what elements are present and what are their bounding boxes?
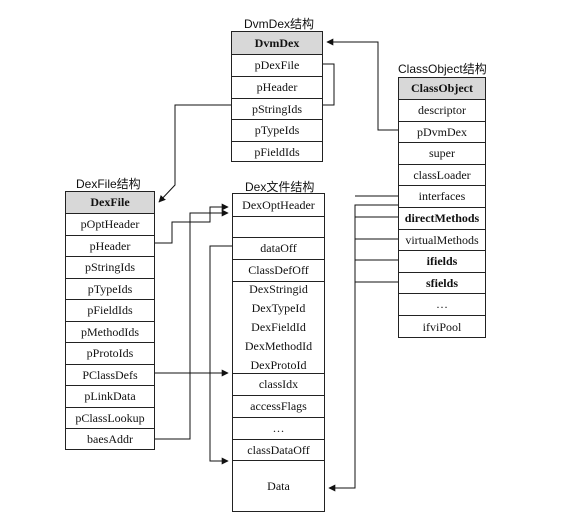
- arrow-dexfile-pheader-to-dexoptheader: [155, 203, 229, 244]
- dex-group-item: DexStringid: [249, 282, 308, 296]
- dvmdex-header: DvmDex: [232, 32, 322, 54]
- dex-row: ClassDefOff: [233, 259, 324, 281]
- dex-group-item: DexProtoId: [250, 358, 307, 372]
- dvmdex-field: pStringIds: [232, 98, 322, 119]
- dvmdex-field: pDexFile: [232, 54, 322, 76]
- classobject-field: virtualMethods: [399, 229, 485, 250]
- classobject-field: pDvmDex: [399, 121, 485, 142]
- dexfile-field: pClassLookup: [66, 407, 154, 428]
- classobject-field: ifields: [399, 250, 485, 272]
- classobject-field: ifviPool: [399, 315, 485, 338]
- dex-row: accessFlags: [233, 395, 324, 417]
- classobject-field: descriptor: [399, 99, 485, 121]
- dvmdex-field: pTypeIds: [232, 119, 322, 141]
- classobject-title: ClassObject结构: [398, 62, 487, 76]
- dexfile-field: pOptHeader: [66, 213, 154, 235]
- arrow-dex-dataoff-to-data: [209, 245, 232, 465]
- classobject-field: sfields: [399, 272, 485, 293]
- dexfile-field: pTypeIds: [66, 278, 154, 299]
- dex-row: classIdx: [233, 373, 324, 395]
- dex-group-item: DexMethodId: [244, 339, 313, 353]
- dex-group-item: DexTypeId: [251, 301, 306, 315]
- classobject-field: classLoader: [399, 164, 485, 185]
- dex-title: Dex文件结构: [245, 180, 315, 194]
- dex-row: …: [233, 417, 324, 439]
- dexfile-field: pStringIds: [66, 256, 154, 278]
- dexfile-field: pLinkData: [66, 385, 154, 407]
- classobject-field: directMethods: [399, 207, 485, 229]
- classobject-field: interfaces: [399, 185, 485, 207]
- classobject-header: ClassObject: [399, 78, 485, 99]
- classobject-field: …: [399, 293, 485, 315]
- dexfile-field: baesAddr: [66, 428, 154, 450]
- dexfile-field: pHeader: [66, 235, 154, 256]
- dex-row: dataOff: [233, 237, 324, 259]
- dex-row: Data: [233, 460, 324, 512]
- dvmdex-title: DvmDex结构: [244, 17, 315, 31]
- dexfile-field: pFieldIds: [66, 299, 154, 321]
- dvmdex-field: pHeader: [232, 76, 322, 98]
- arrow-classobject-pdvmdex-to-dvmdex: [326, 38, 398, 131]
- classobject-struct: ClassObject descriptor pDvmDex super cla…: [398, 77, 486, 338]
- dex-group-item: DexFieldId: [251, 320, 306, 334]
- dex-row: classDataOff: [233, 439, 324, 460]
- dex-row: DexOptHeader: [242, 197, 315, 212]
- dex-file-struct: DexOptHeader dataOff ClassDefOff DexStri…: [232, 193, 325, 512]
- arrow-dexfile-baseaddr-to-dexoptheader: [155, 209, 229, 440]
- dexfile-field: pMethodIds: [66, 321, 154, 342]
- dexfile-header: DexFile: [66, 192, 154, 213]
- dvmdex-struct: DvmDex pDexFile pHeader pStringIds pType…: [231, 31, 323, 162]
- dex-row-blank: [233, 216, 324, 237]
- arrow-classobject-to-data: [328, 204, 398, 492]
- dexfile-title: DexFile结构: [76, 177, 141, 191]
- dexfile-field: PClassDefs: [66, 364, 154, 385]
- dexfile-field: pProtoIds: [66, 342, 154, 364]
- classobject-field: super: [399, 142, 485, 164]
- dexfile-struct: DexFile pOptHeader pHeader pStringIds pT…: [65, 191, 155, 450]
- dex-id-group: DexStringid DexTypeId DexFieldId DexMeth…: [233, 281, 324, 373]
- dvmdex-field: pFieldIds: [232, 141, 322, 162]
